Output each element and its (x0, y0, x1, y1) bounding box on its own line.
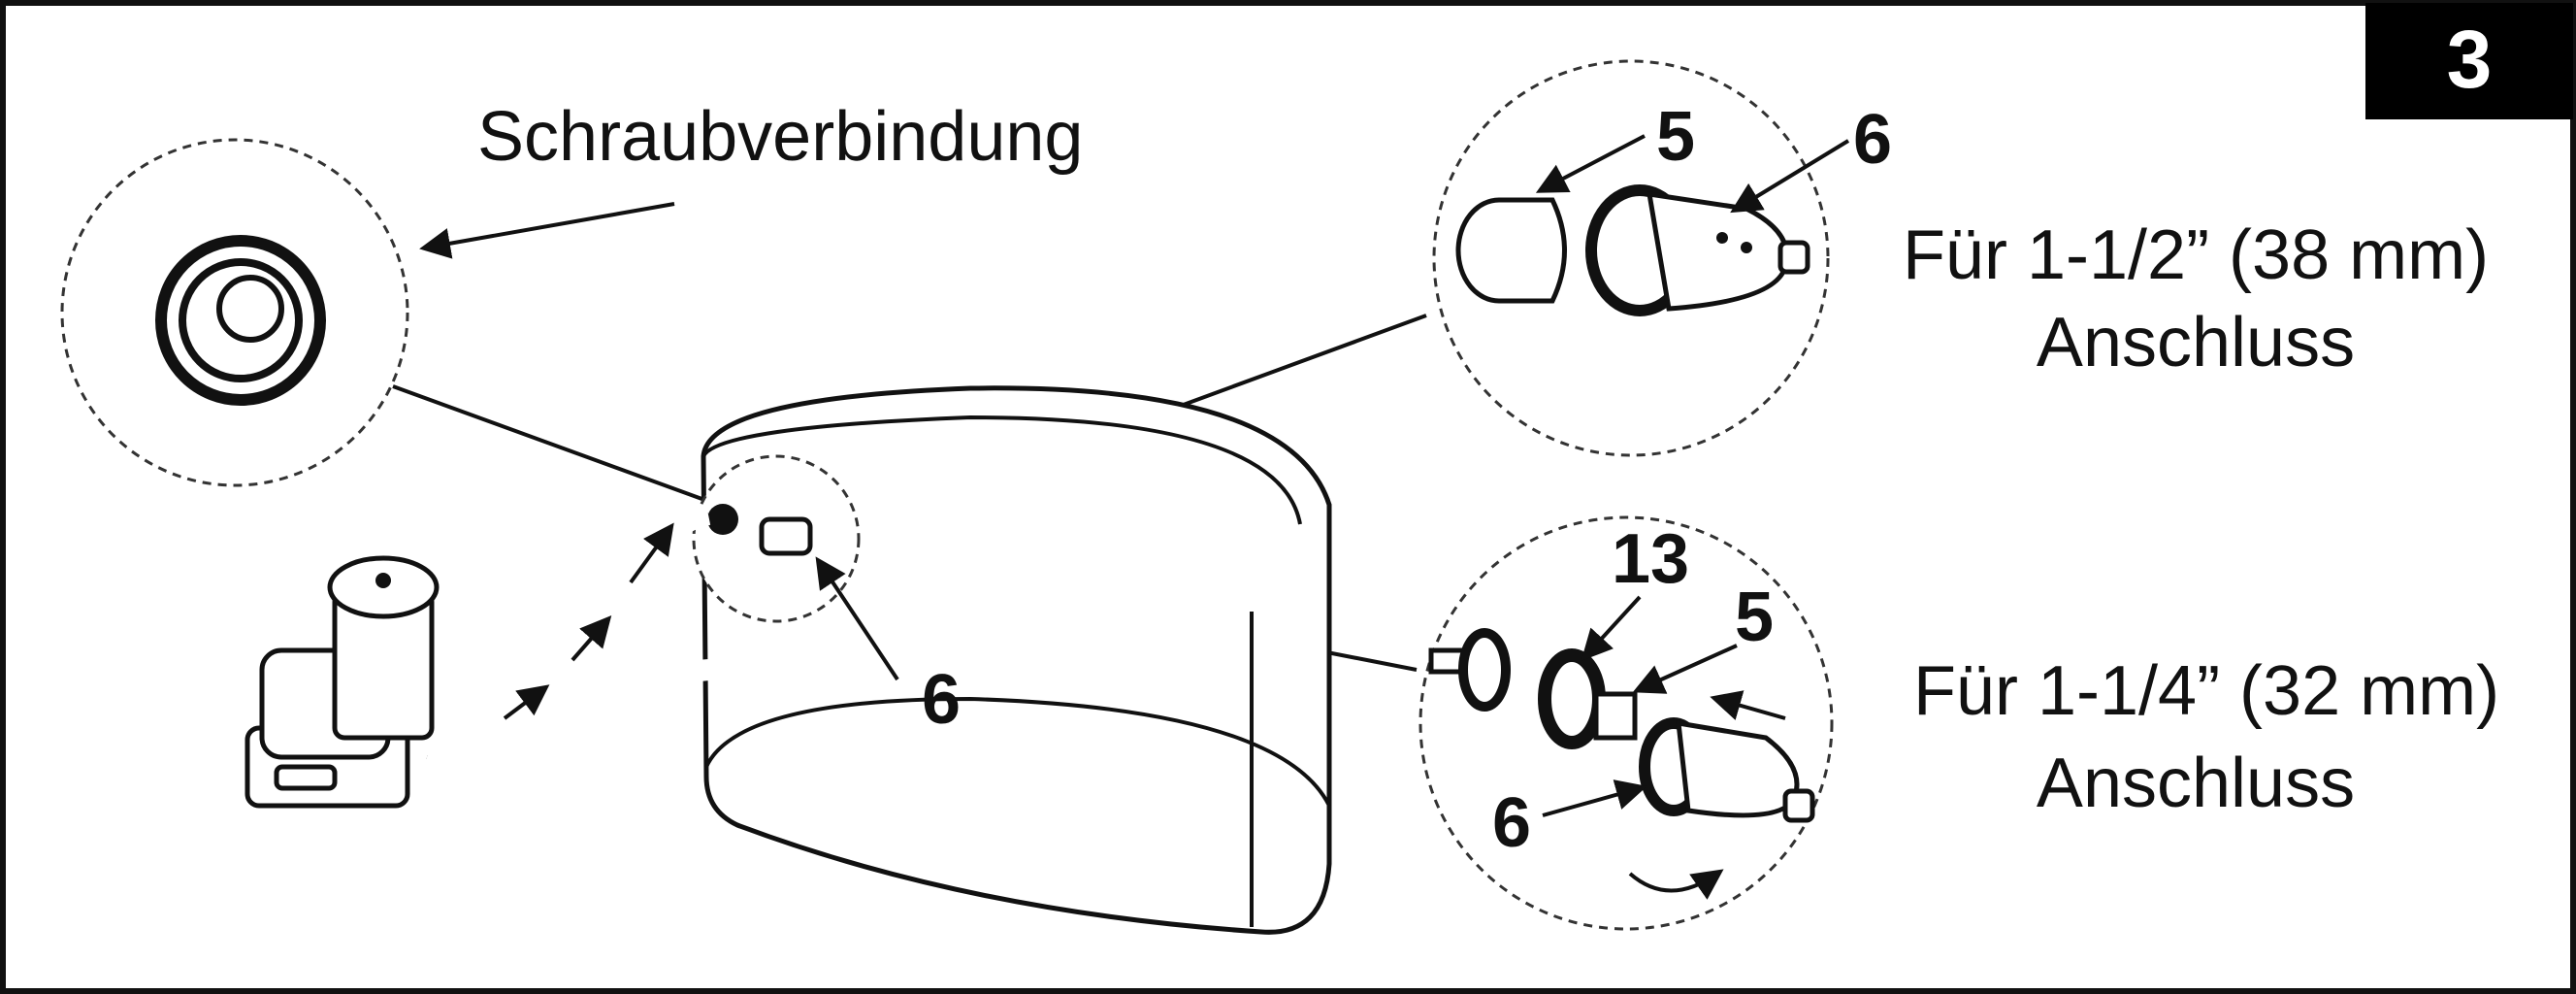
part-number-6-top: 6 (1853, 101, 1892, 179)
part-number-5-bottom: 5 (1735, 579, 1774, 656)
part-number-13: 13 (1612, 520, 1689, 598)
step-badge: 3 (2365, 3, 2573, 119)
part-6-arrow-bottom (1542, 779, 1647, 817)
option-32mm-line1: Für 1-1/4” (32 mm) (1913, 652, 2499, 730)
detail-32mm (1418, 515, 1834, 931)
part-number-6-bottom: 6 (1492, 784, 1531, 862)
part-5-arrow-bottom (1632, 644, 1738, 694)
part-number-6-pool: 6 (922, 661, 961, 739)
part-6-arrow-top (1730, 139, 1850, 214)
leader-line-left (392, 384, 719, 507)
part-6-arrow-pool (815, 556, 899, 681)
part-13-arrow (1581, 595, 1642, 661)
option-38mm-line2: Anschluss (2037, 304, 2355, 381)
filter-pump (245, 555, 440, 809)
screw-connection-arrow (419, 202, 675, 259)
part-5-arrow-top (1535, 134, 1646, 193)
screw-connection-detail (60, 138, 409, 487)
step-number: 3 (2447, 14, 2493, 105)
part-number-5-top: 5 (1656, 98, 1695, 176)
flow-arrows (503, 522, 674, 720)
screw-connection-label: Schraubverbindung (477, 98, 1083, 176)
detail-38mm (1432, 59, 1830, 457)
option-38mm-line1: Für 1-1/2” (38 mm) (1903, 216, 2489, 294)
option-32mm-line2: Anschluss (2037, 745, 2355, 822)
